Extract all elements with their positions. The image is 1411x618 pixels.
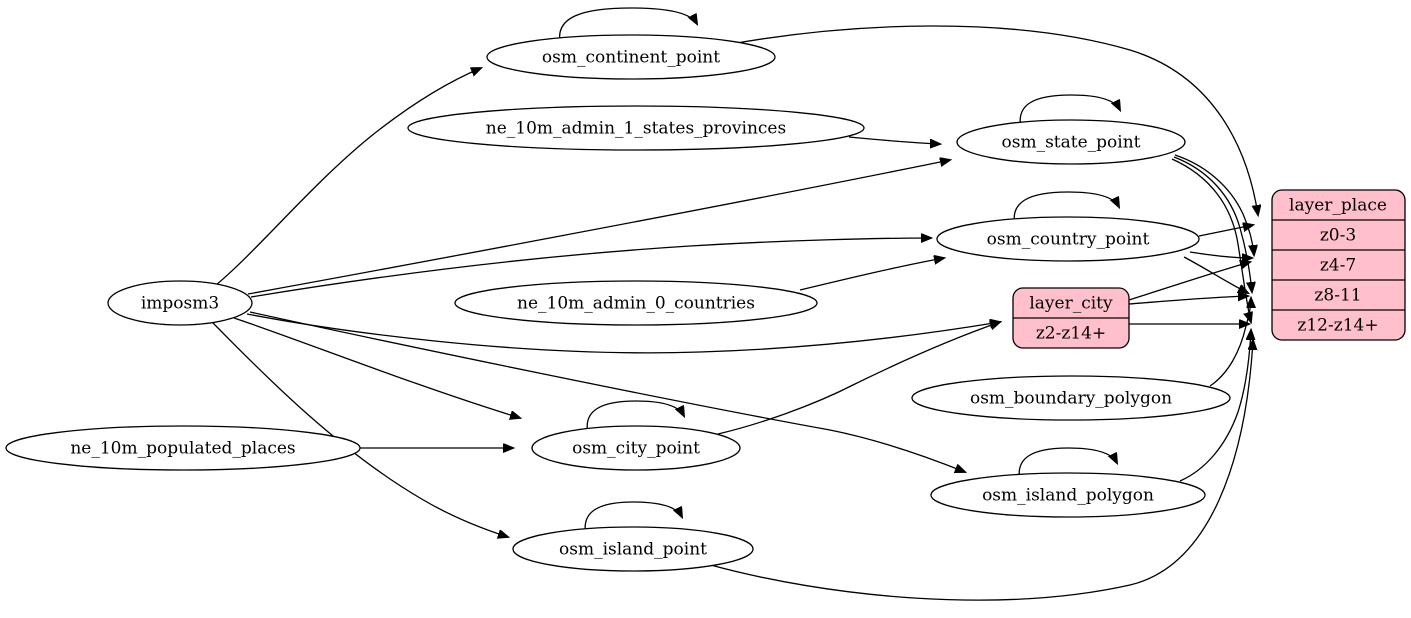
node-label: imposm3 xyxy=(141,294,219,314)
edge-self-osm_city_point xyxy=(586,400,684,435)
record-row-layer_place-z12-z14[interactable]: z12-z14+ xyxy=(1297,316,1378,336)
record-row-layer_place-z4-7[interactable]: z4-7 xyxy=(1320,256,1356,276)
edge-osm_continent_point-to-layer_place-z0-3 xyxy=(730,25,1258,215)
record-node-layer_city[interactable]: layer_city z2-z14+ xyxy=(1012,287,1130,349)
edges-layer xyxy=(211,7,1258,601)
node-label: osm_city_point xyxy=(572,439,700,459)
edge-layer_city-to-layer_place-z4-7 xyxy=(1128,262,1250,301)
edge-self-osm_island_polygon xyxy=(1018,447,1117,482)
edge-self-osm_island_point xyxy=(584,501,682,536)
node-label: osm_state_point xyxy=(1002,133,1141,153)
edge-osm_island_polygon-to-layer_place-z12-z14+ xyxy=(1179,330,1251,482)
edge-osm_country_point-to-layer_place-z4-7 xyxy=(1189,251,1252,258)
edge-imposm3-to-osm_island_point xyxy=(211,321,508,537)
record-row-layer_place-title: layer_place xyxy=(1289,196,1387,216)
node-label: osm_continent_point xyxy=(542,48,720,68)
node-label: ne_10m_populated_places xyxy=(70,439,295,459)
node-osm_country_point[interactable]: osm_country_point xyxy=(936,216,1200,262)
edge-imposm3-to-osm_country_point xyxy=(250,238,931,298)
edge-imposm3-to-osm_state_point xyxy=(247,160,950,295)
node-label: ne_10m_admin_0_countries xyxy=(517,294,755,314)
node-osm_state_point[interactable]: osm_state_point xyxy=(956,119,1186,165)
record-node-layer_place[interactable]: layer_place z0-3 z4-7 z8-11 z12-z14+ xyxy=(1271,189,1406,341)
edge-imposm3-to-osm_continent_point xyxy=(215,68,481,286)
record-row-layer_place-z8-11[interactable]: z8-11 xyxy=(1314,286,1361,306)
edge-osm_country_point-to-layer_place-z8-11 xyxy=(1183,256,1248,293)
node-ne_10m_populated_places[interactable]: ne_10m_populated_places xyxy=(5,425,361,471)
nodes-layer: imposm3 osm_continent_point ne_10m_admin… xyxy=(5,34,1406,572)
edge-osm_city_point-to-layer_city xyxy=(717,322,1000,435)
node-label: osm_island_point xyxy=(559,540,707,560)
edge-imposm3-to-osm_city_point xyxy=(233,317,520,418)
record-row-layer_place-z0-3[interactable]: z0-3 xyxy=(1320,226,1356,246)
edge-self-osm_state_point xyxy=(1019,94,1120,129)
edge-osm_boundary_polygon-to-layer_place-z8-11 xyxy=(1209,298,1251,387)
node-osm_continent_point[interactable]: osm_continent_point xyxy=(486,34,776,80)
edge-osm_island_point-to-layer_place-z12-z14+ xyxy=(706,340,1253,601)
node-ne_10m_admin_1_states_provinces[interactable]: ne_10m_admin_1_states_provinces xyxy=(407,105,865,151)
edge-imposm3-to-layer_city xyxy=(246,313,1000,354)
edge-ne_10m_admin_1_states_provinces-to-osm_state_point xyxy=(848,136,940,144)
edge-self-osm_country_point xyxy=(1013,191,1119,226)
node-osm_boundary_polygon[interactable]: osm_boundary_polygon xyxy=(911,375,1231,421)
edge-ne_10m_admin_0_countries-to-osm_country_point xyxy=(799,258,944,291)
record-row-layer_city-title: layer_city xyxy=(1029,294,1113,314)
node-osm_island_point[interactable]: osm_island_point xyxy=(512,526,754,572)
node-osm_city_point[interactable]: osm_city_point xyxy=(531,425,741,471)
record-row-layer_city-z2-z14[interactable]: z2-z14+ xyxy=(1036,324,1106,344)
edge-osm_country_point-to-layer_place-z0-3 xyxy=(1198,225,1253,237)
node-label: ne_10m_admin_1_states_provinces xyxy=(486,119,786,139)
node-imposm3[interactable]: imposm3 xyxy=(107,280,253,326)
node-ne_10m_admin_0_countries[interactable]: ne_10m_admin_0_countries xyxy=(454,280,818,326)
node-label: osm_country_point xyxy=(987,230,1150,250)
node-label: osm_boundary_polygon xyxy=(970,389,1172,409)
edge-osm_state_point-to-layer_place-z4-7 xyxy=(1174,154,1254,255)
edge-imposm3-to-osm_island_polygon xyxy=(249,311,965,472)
edge-self-osm_continent_point xyxy=(558,7,697,43)
node-osm_island_polygon[interactable]: osm_island_polygon xyxy=(930,472,1206,518)
edge-layer_city-to-layer_place-z8-11 xyxy=(1128,296,1248,305)
node-label: osm_island_polygon xyxy=(982,486,1154,506)
edge-osm_state_point-to-layer_place-z8-11 xyxy=(1173,156,1252,292)
